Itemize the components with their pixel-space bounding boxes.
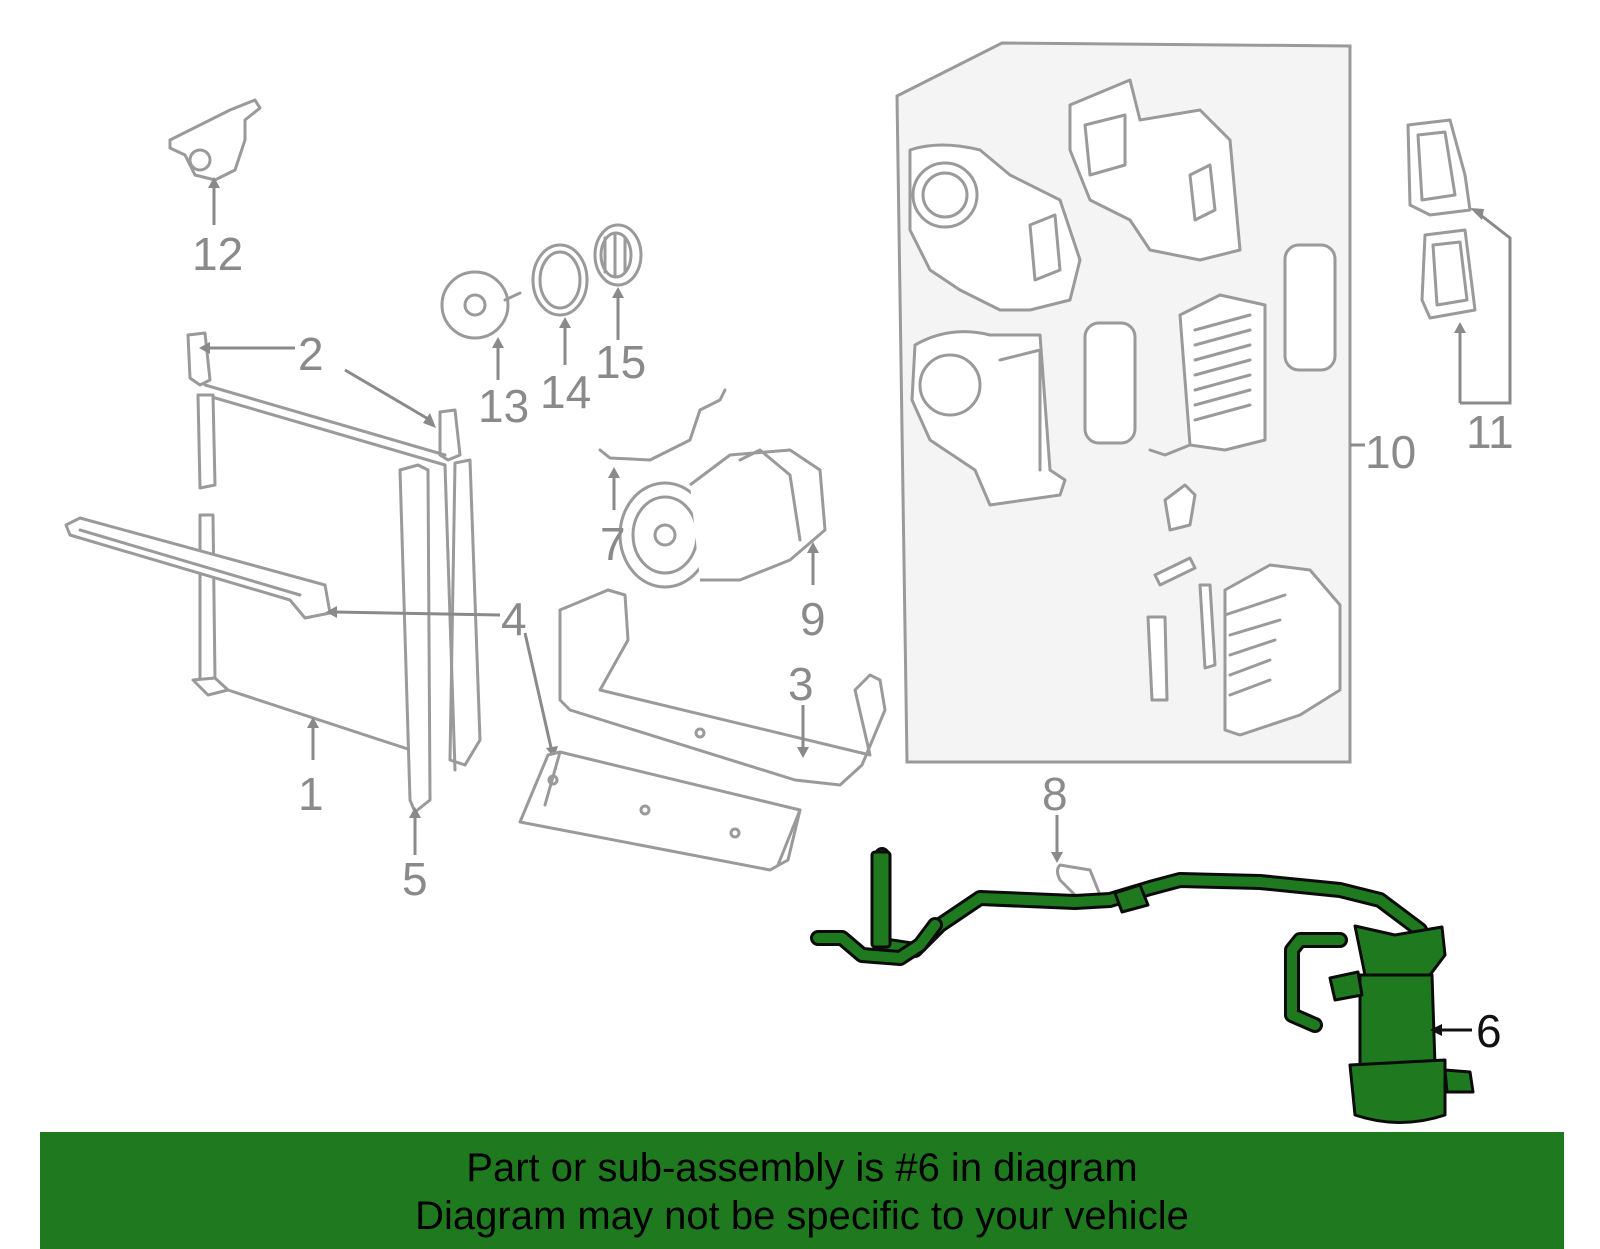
callout-10: 10	[1365, 426, 1416, 478]
compressor-assembly	[598, 388, 827, 589]
callout-3: 3	[788, 658, 814, 710]
callout-12: 12	[192, 228, 243, 280]
condenser-assembly	[64, 331, 558, 855]
callout-5: 5	[402, 853, 428, 905]
callout-14: 14	[540, 366, 591, 418]
callout-4: 4	[501, 593, 527, 645]
hvac-housing-panel	[895, 41, 1352, 764]
part-12-motor-mount	[168, 98, 262, 225]
mounting-bracket	[518, 588, 887, 872]
callout-9: 9	[800, 593, 826, 645]
info-banner: Part or sub-assembly is #6 in diagram Di…	[40, 1132, 1564, 1249]
part-6-accumulator-hose	[810, 847, 1475, 1124]
callout-15: 15	[595, 336, 646, 388]
callout-13: 13	[478, 380, 529, 432]
parts-13-15-blower	[440, 223, 643, 380]
banner-line-1: Part or sub-assembly is #6 in diagram	[466, 1146, 1138, 1190]
banner-line-2: Diagram may not be specific to your vehi…	[415, 1194, 1189, 1238]
callout-6: 6	[1476, 1005, 1502, 1057]
callout-2: 2	[298, 328, 324, 380]
callout-7: 7	[600, 518, 626, 570]
callout-1: 1	[298, 768, 324, 820]
callout-11: 11	[1466, 406, 1514, 458]
callout-8: 8	[1042, 768, 1068, 820]
part-11-filters	[1406, 118, 1512, 405]
